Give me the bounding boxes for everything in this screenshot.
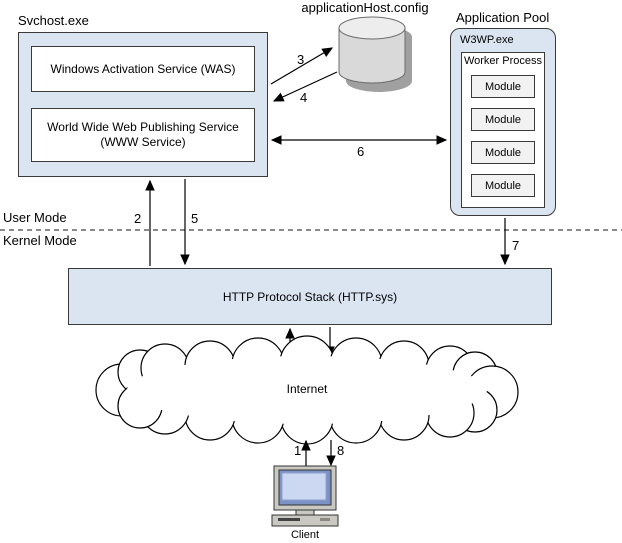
- arrow-number-8: 8: [337, 443, 345, 458]
- user-mode-label: User Mode: [3, 210, 67, 225]
- app-pool-title: Application Pool: [456, 10, 550, 25]
- arrow-number-7: 7: [512, 238, 520, 253]
- module-label-2: Module: [484, 113, 522, 126]
- arrow-number-1: 1: [294, 443, 302, 458]
- internet-cloud: [95, 335, 519, 445]
- http-sys-label: HTTP Protocol Stack (HTTP.sys): [222, 289, 398, 304]
- arrow-number-3: 3: [297, 52, 305, 67]
- config-database-icon: [338, 16, 412, 92]
- worker-process-label: Worker Process: [463, 55, 543, 67]
- module-label-3: Module: [484, 146, 522, 159]
- module-box-3: Module: [471, 141, 535, 164]
- arrow-number-4: 4: [300, 90, 308, 105]
- was-service-label: Windows Activation Service (WAS): [50, 61, 236, 76]
- arrow-number-5: 5: [191, 211, 199, 226]
- http-sys-box: HTTP Protocol Stack (HTTP.sys): [68, 268, 552, 325]
- module-box-2: Module: [471, 108, 535, 131]
- internet-label: Internet: [286, 382, 328, 396]
- arrow-number-2: 2: [134, 211, 142, 226]
- client-label: Client: [290, 529, 320, 541]
- was-service-box: Windows Activation Service (WAS): [31, 46, 255, 92]
- module-box-4: Module: [471, 174, 535, 197]
- www-service-box: World Wide Web Publishing Service (WWW S…: [31, 108, 255, 162]
- module-box-1: Module: [471, 75, 535, 98]
- arrow-4: [272, 71, 338, 102]
- client-computer-icon: [271, 465, 339, 527]
- w3wp-label: W3WP.exe: [460, 34, 514, 46]
- arrow-number-6: 6: [357, 144, 365, 159]
- module-label-1: Module: [484, 80, 522, 93]
- module-label-4: Module: [484, 179, 522, 192]
- arrow-3: [270, 47, 334, 85]
- kernel-mode-label: Kernel Mode: [3, 233, 77, 248]
- config-label: applicationHost.config: [301, 0, 429, 15]
- svchost-title: Svchost.exe: [18, 13, 89, 28]
- www-service-label-line1: World Wide Web Publishing Service: [47, 120, 239, 134]
- www-service-label-line2: (WWW Service): [100, 135, 186, 149]
